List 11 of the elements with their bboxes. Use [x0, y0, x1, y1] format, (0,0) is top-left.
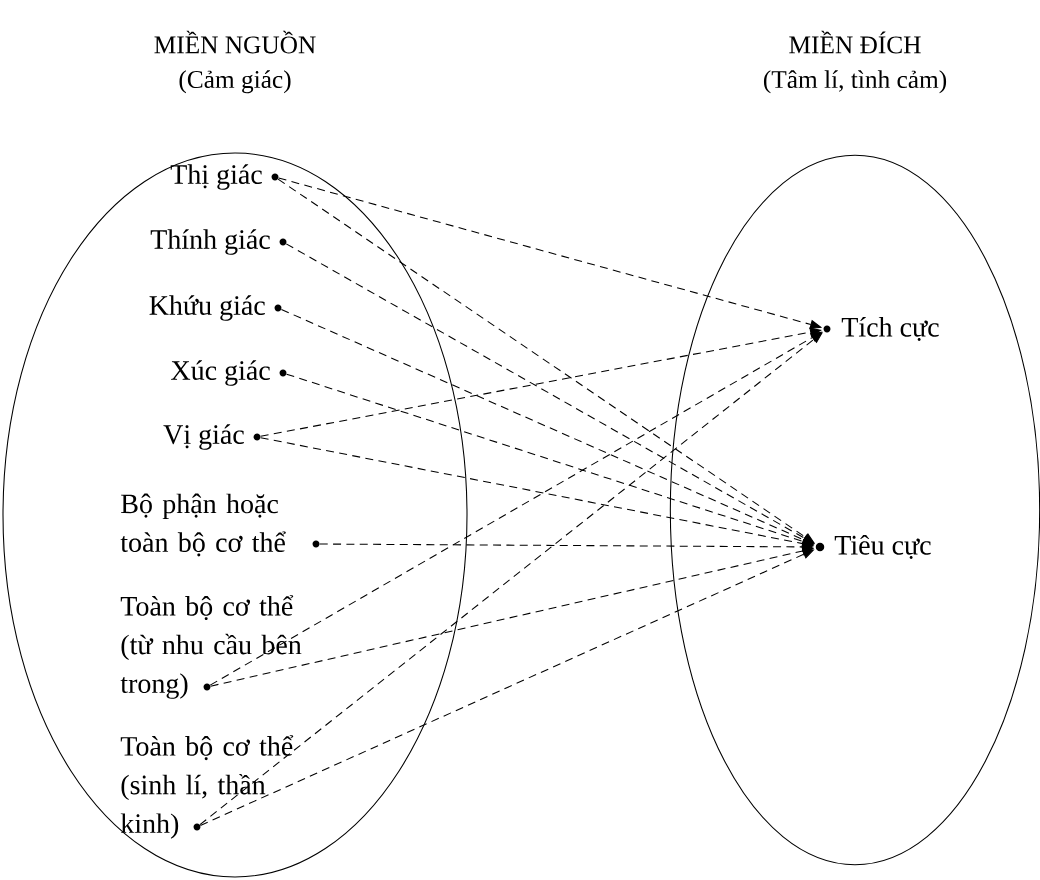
- arrow: [260, 327, 822, 437]
- node-label: Tích cực: [841, 316, 939, 342]
- node-label: Thị giác: [170, 164, 262, 190]
- arrow: [199, 332, 823, 826]
- node-label: Vị giác: [163, 424, 244, 450]
- node-label: Bộ phận hoặc toàn bộ cơ thể: [120, 493, 286, 557]
- node-label: MIỀN NGUỒN: [154, 30, 316, 54]
- node-label: MIỀN ĐÍCH: [789, 30, 921, 54]
- node-label: Tiêu cực: [834, 534, 931, 560]
- node-label: (Tâm lí, tình cảm): [763, 70, 947, 94]
- node-label: (Cảm giác): [179, 70, 291, 94]
